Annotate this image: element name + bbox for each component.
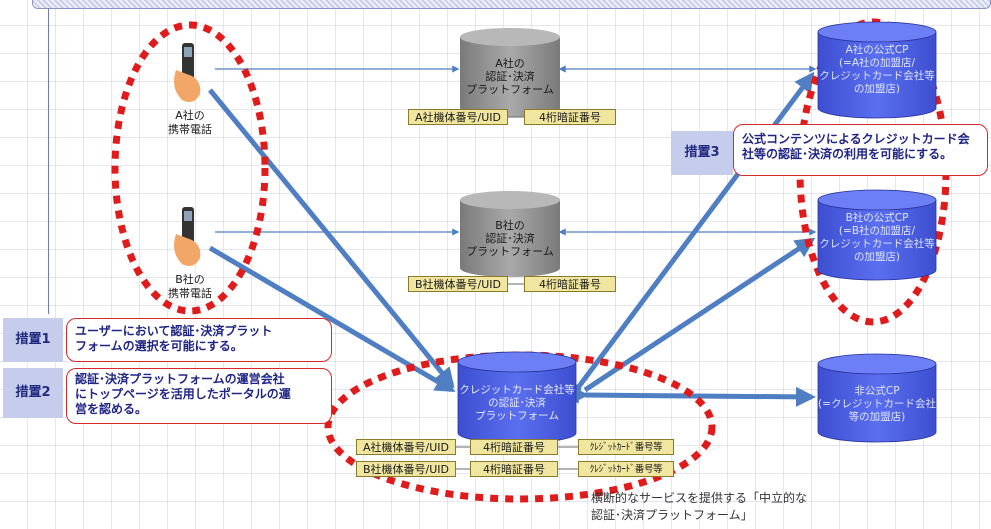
tag-a-uid: A社機体番号/UID xyxy=(408,109,508,125)
phone-a-icon xyxy=(174,43,201,102)
tag-credit-a-card: ｸﾚｼﾞｯﾄｶｰﾄﾞ番号等 xyxy=(578,439,674,455)
cp-cylinder-unofficial xyxy=(817,353,937,443)
measure-2-callout: 認証･決済プラットフォームの運営会社 にトップページを活用したポータルの運 営を… xyxy=(66,368,332,424)
tag-connectors xyxy=(456,116,578,470)
cp-cylinder-b xyxy=(817,189,937,281)
tag-b-pin: 4桁暗証番号 xyxy=(524,276,616,292)
phone-b-label: B社の 携帯電話 xyxy=(168,273,212,300)
measure-1-label: 措置1 xyxy=(3,318,63,362)
cp-cylinder-a xyxy=(817,21,937,119)
left-rule xyxy=(48,8,49,314)
tag-b-uid: B社機体番号/UID xyxy=(408,276,508,292)
platform-cylinder-b xyxy=(460,191,560,277)
cp-unofficial-text: 非公式CP (=クレジットカード会社 等の加盟店) xyxy=(818,385,936,423)
platform-b-text: B社の 認証･決済 プラットフォーム xyxy=(466,219,554,258)
tag-a-pin: 4桁暗証番号 xyxy=(524,109,616,125)
cp-a-text: A社の公式CP (=A社の加盟店/ クレジットカード会社等 の加盟店) xyxy=(819,44,935,95)
tag-credit-b-card: ｸﾚｼﾞｯﾄｶｰﾄﾞ番号等 xyxy=(578,461,674,477)
phone-b-icon xyxy=(174,207,201,266)
platform-cylinder-a xyxy=(460,28,560,117)
cp-b-text: B社の公式CP (=B社の加盟店/ クレジットカード会社等 の加盟店) xyxy=(819,212,935,263)
tag-credit-a-uid: A社機体番号/UID xyxy=(356,439,456,455)
platform-credit-text: クレジットカード会社等 の認証･決済 プラットフォーム xyxy=(459,384,575,422)
measure-1-callout: ユーザーにおいて認証･決済プラット フォームの選択を可能にする。 xyxy=(66,318,332,362)
tag-credit-a-pin: 4桁暗証番号 xyxy=(470,439,558,455)
neutral-platform-caption: 横断的なサービスを提供する「中立的な 認証･決済プラットフォーム」 xyxy=(591,491,808,522)
tag-credit-b-uid: B社機体番号/UID xyxy=(356,461,456,477)
tag-credit-b-pin: 4桁暗証番号 xyxy=(470,461,558,477)
phone-a-label: A社の 携帯電話 xyxy=(168,109,212,136)
measure-2-label: 措置2 xyxy=(3,368,63,418)
measure-3-callout: 公式コンテンツによるクレジットカード会 社等の認証･決済の利用を可能にする。 xyxy=(733,124,988,176)
platform-cylinder-credit xyxy=(457,351,577,444)
measure-3-label: 措置3 xyxy=(671,131,733,175)
platform-a-text: A社の 認証･決済 プラットフォーム xyxy=(466,57,554,96)
